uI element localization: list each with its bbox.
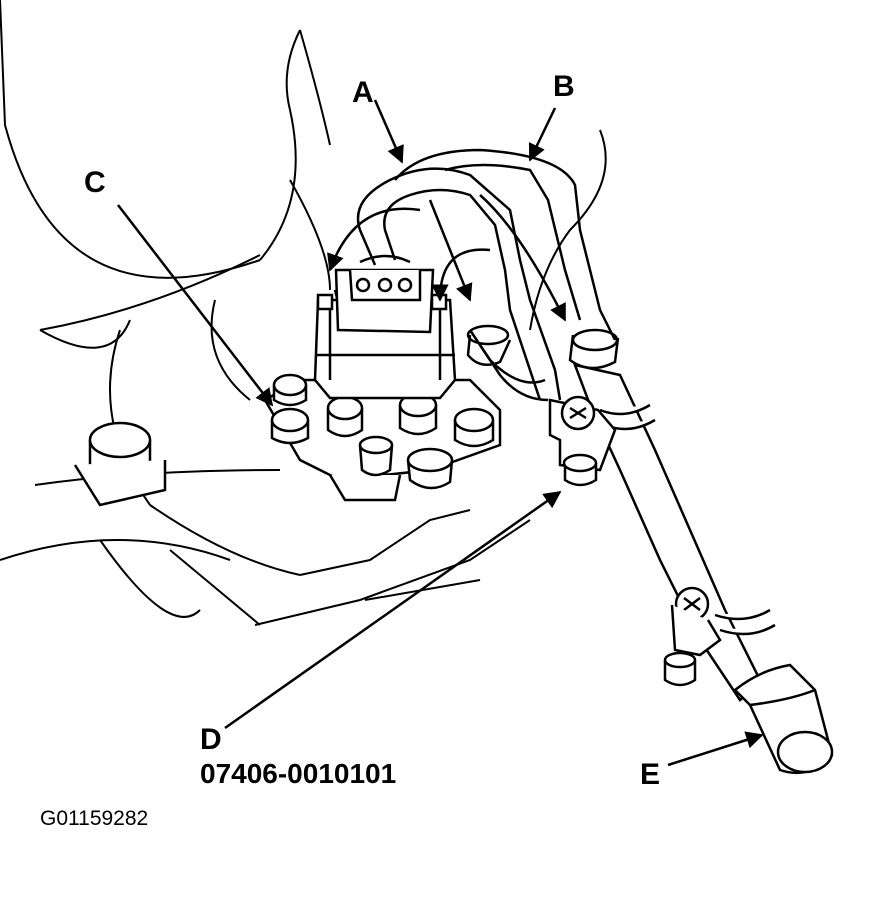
figure-id: G01159282	[40, 807, 149, 830]
vacuum-hose-a	[356, 167, 562, 402]
callout-c: C	[84, 166, 106, 199]
pipe-end-cap	[733, 663, 834, 775]
purge-solenoid-valve	[313, 254, 457, 400]
label-leaders	[117, 99, 764, 767]
solenoid-base	[263, 378, 502, 502]
tool-part-number: 07406-0010101	[200, 758, 397, 789]
flow-arrows	[327, 194, 567, 322]
bracket-and-bolts	[548, 395, 722, 687]
callout-d: D	[200, 723, 222, 756]
engine-bolt-left	[73, 421, 167, 507]
callout-a: A	[352, 76, 374, 109]
callout-b: B	[553, 70, 575, 103]
callout-e: E	[640, 758, 661, 791]
engine-background-lines	[0, 0, 607, 626]
